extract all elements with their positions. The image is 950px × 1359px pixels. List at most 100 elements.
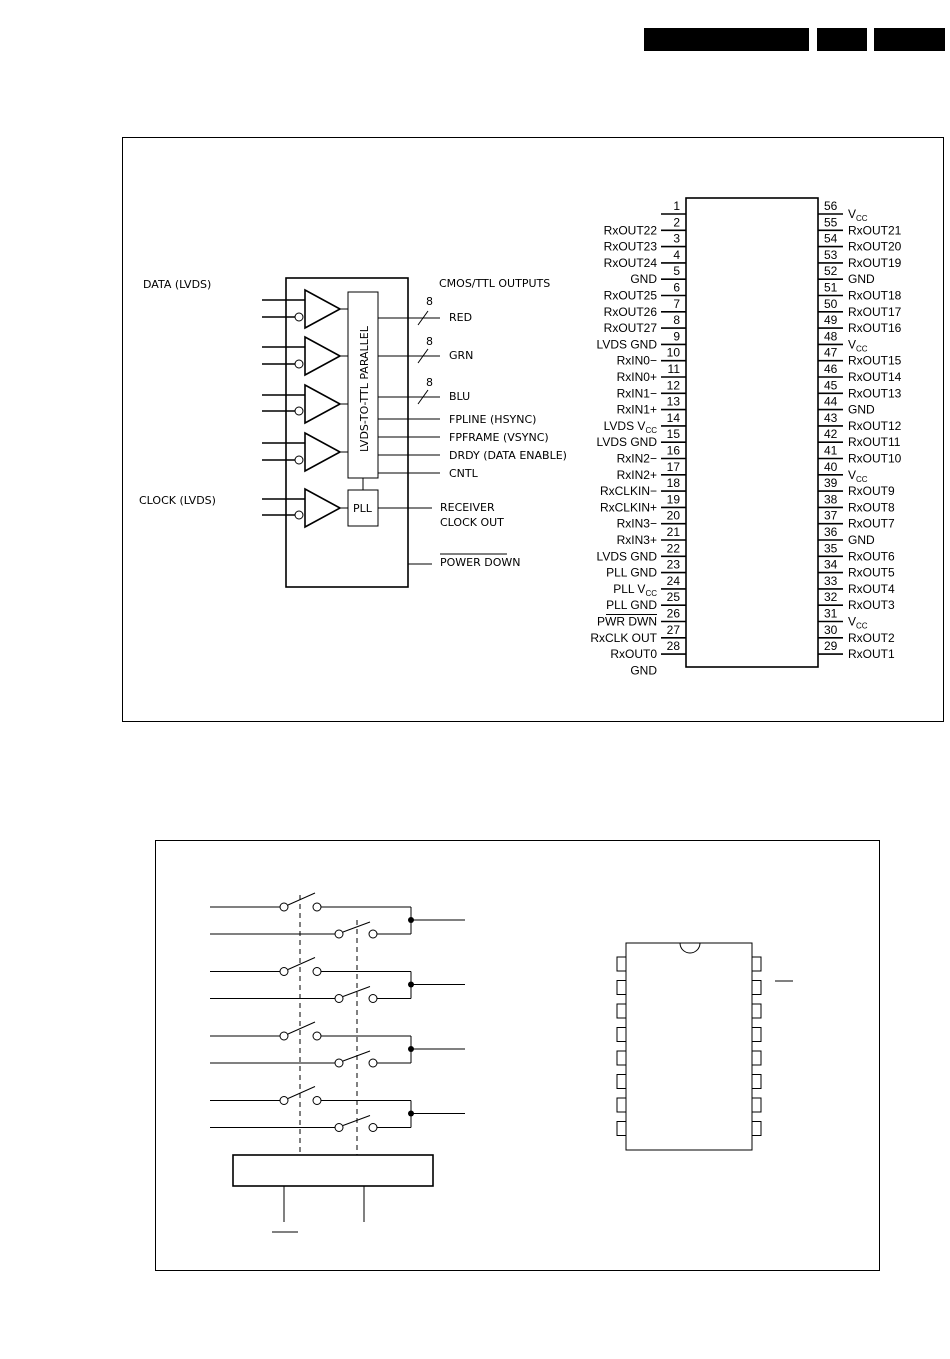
dip-body: [625, 942, 753, 1151]
pin-name: PLL GND: [606, 598, 657, 612]
converter-label: LVDS-TO-TTL PARALLEL: [358, 325, 371, 452]
pin-number: 49: [824, 313, 838, 327]
dip-pin-right-10: [751, 1097, 762, 1113]
output-fpframe: FPFRAME (VSYNC): [449, 431, 549, 444]
buffer-1: [262, 288, 348, 330]
pin-name: LVDS GND: [597, 435, 658, 449]
pin-number: 8: [673, 313, 680, 327]
pin-name: RxOUT20: [848, 240, 902, 254]
switch-channel-4: [210, 1086, 465, 1132]
pin-number: 55: [824, 215, 838, 229]
output-red: RED: [449, 311, 472, 324]
pin-number: 51: [824, 281, 838, 295]
dip-pin-right-9: [751, 1121, 762, 1136]
pin-name: PLL GND: [606, 566, 657, 580]
dip-pin-left-6: [616, 1074, 627, 1089]
dip-pin-left-1: [616, 956, 627, 972]
pin-name: RxOUT0: [610, 647, 657, 661]
pin-number: 19: [667, 492, 681, 506]
buffer-2: [262, 335, 348, 377]
pin-number: 4: [673, 248, 680, 262]
pin-number: 34: [824, 558, 838, 572]
pin1-notch: [679, 942, 701, 954]
pin-name: RxIN1−: [617, 386, 657, 400]
switch-diagram: [210, 892, 465, 1233]
pin-name: RxOUT25: [604, 289, 658, 303]
pin-number: 39: [824, 476, 838, 490]
pin-name: RxOUT10: [848, 452, 902, 466]
pin-number: 11: [668, 362, 681, 376]
pin-number: 21: [667, 525, 681, 539]
header-bar-2: [817, 28, 867, 51]
pin-name: GND: [630, 272, 657, 286]
pin-number: 28: [667, 639, 681, 653]
pin-name: RxIN0−: [617, 354, 657, 368]
header-bar-3: [874, 28, 945, 51]
header-bar-1: [644, 28, 809, 51]
buffer-4: [262, 431, 348, 473]
pin-number: 54: [824, 232, 838, 246]
power-down-label: POWER DOWN: [440, 556, 521, 569]
pin-number: 7: [673, 297, 680, 311]
pin-number: 52: [824, 264, 838, 278]
pin-number: 1: [673, 199, 680, 213]
pin-name: RxIN2+: [617, 468, 657, 482]
pin-name: RxOUT3: [848, 598, 895, 612]
dip-pin-right-13: [751, 1027, 762, 1042]
pin-number: 53: [824, 248, 838, 262]
clock-lvds-label: CLOCK (LVDS): [139, 494, 216, 507]
pin-number: 43: [824, 411, 838, 425]
pin-name: RxOUT6: [848, 549, 895, 563]
pin-number: 23: [667, 558, 681, 572]
pin-number: 20: [667, 509, 681, 523]
pin-name: RxOUT26: [604, 305, 658, 319]
pin-number: 2: [673, 215, 680, 229]
pin-number: 14: [667, 411, 681, 425]
pin-name: RxIN2−: [617, 452, 657, 466]
pin-number: 29: [824, 639, 838, 653]
pin-number: 12: [667, 378, 681, 392]
pin-name: RxOUT9: [848, 484, 895, 498]
outputs-label: CMOS/TTL OUTPUTS: [439, 277, 550, 290]
pin-number: 13: [667, 395, 681, 409]
pin-number: 56: [824, 199, 838, 213]
buffer-3: [262, 383, 348, 425]
pin-number: 31: [824, 607, 838, 621]
pin-name: PLL VCC: [613, 582, 657, 598]
pin-number: 45: [824, 378, 838, 392]
ic-package: [685, 197, 819, 668]
pin-name: GND: [848, 272, 875, 286]
pin-number: 9: [673, 329, 680, 343]
pin-name: RxOUT11: [848, 435, 901, 449]
pin-name: VCC: [848, 337, 868, 353]
pin-name: RxOUT19: [848, 256, 902, 270]
dip-pin-left-8: [616, 1121, 627, 1136]
dip-pin-right-14: [751, 1003, 762, 1019]
pin-name: GND: [630, 663, 657, 677]
pin-number: 18: [667, 476, 681, 490]
pin-number: 35: [824, 541, 838, 555]
pin-name: RxIN3+: [617, 533, 657, 547]
pin-name: RxOUT17: [848, 305, 902, 319]
